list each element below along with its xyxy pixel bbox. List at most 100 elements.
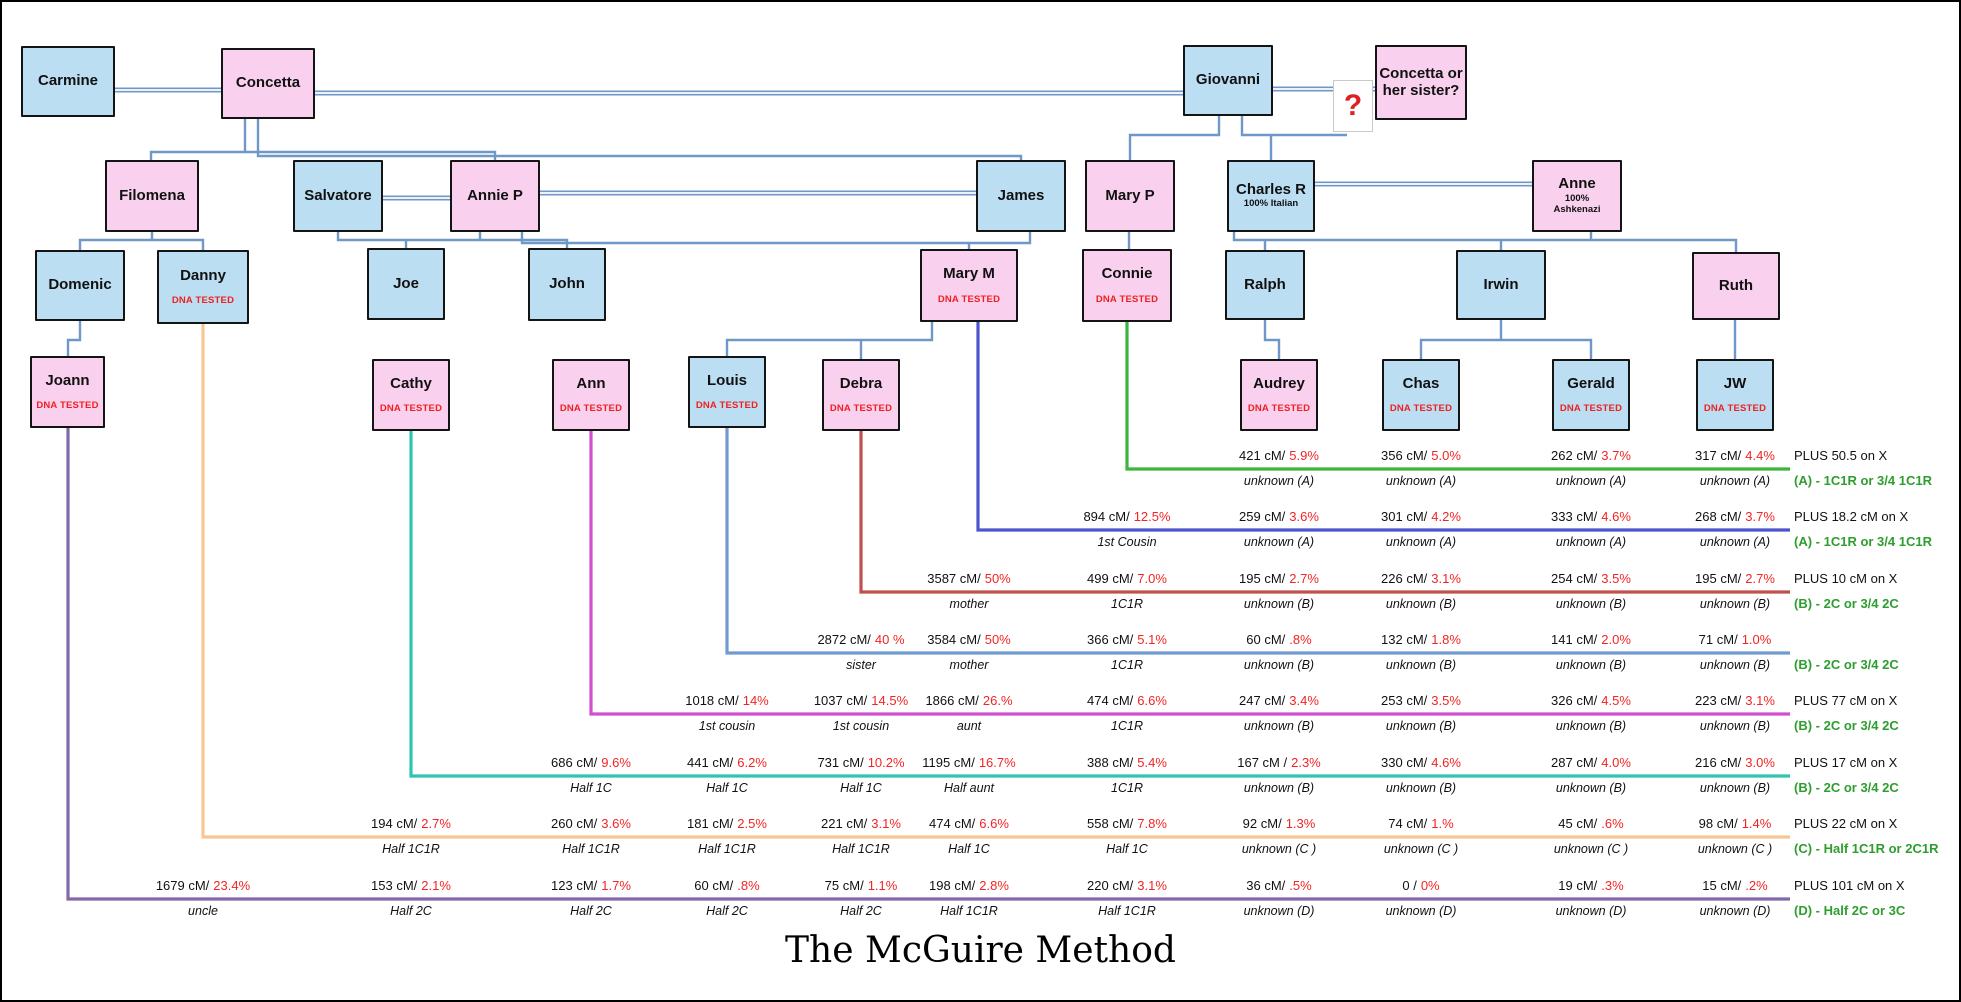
match-relationship-label: unknown (B) (1555, 719, 1627, 733)
cm-value: 153 cM/ (371, 878, 418, 893)
match-value: 333 cM/4.6% (1516, 509, 1666, 524)
dna-tested-label: DNA TESTED (1095, 293, 1159, 305)
match-value: 731 cM/10.2% (786, 755, 936, 770)
cm-value: 3584 cM/ (927, 632, 981, 647)
person-subtitle: Ashkenazi (1553, 204, 1601, 216)
percent-value: 1.4% (1741, 816, 1772, 831)
match-value: 195 cM/2.7% (1204, 571, 1354, 586)
cm-value: 194 cM/ (371, 816, 418, 831)
percent-value: 6.6% (1137, 693, 1167, 708)
percent-value: 1.3% (1285, 816, 1316, 831)
cm-value: 268 cM/ (1695, 509, 1742, 524)
cm-value: 167 cM / (1237, 755, 1288, 770)
match-relationship-label: unknown (B) (1555, 597, 1627, 611)
cm-value: 260 cM/ (551, 816, 598, 831)
percent-value: 1.% (1431, 816, 1454, 831)
match-relationship-label: unknown (A) (1243, 474, 1315, 488)
person-subtitle: 100% Italian (1243, 198, 1299, 210)
percent-value: .6% (1601, 816, 1624, 831)
match-relationship-label: uncle (188, 904, 218, 918)
person-name: Cathy (390, 374, 432, 392)
cm-value: 226 cM/ (1381, 571, 1428, 586)
dna-tested-label: DNA TESTED (1389, 403, 1453, 415)
cm-value: 259 cM/ (1239, 509, 1286, 524)
match-value: 15 cM/.2% (1660, 878, 1810, 893)
person-box-salvatore: Salvatore (293, 160, 383, 232)
cm-value: 15 cM/ (1702, 878, 1742, 893)
cm-value: 330 cM/ (1381, 755, 1428, 770)
person-name: Mary M (943, 265, 995, 283)
percent-value: 4.0% (1601, 755, 1631, 770)
cm-value: 247 cM/ (1239, 693, 1286, 708)
match-relationship-label: Half 2C (706, 904, 748, 918)
plus-x-match-note: PLUS 10 cM on X (1794, 571, 1898, 586)
percent-value: .3% (1601, 878, 1624, 893)
row-class-label: (B) - 2C or 3/4 2C (1794, 596, 1899, 611)
match-relationship-label: unknown (B) (1243, 658, 1315, 672)
person-box-joe: Joe (367, 248, 445, 320)
percent-value: 5.0% (1431, 448, 1461, 463)
match-line-cathy (409, 431, 1790, 778)
cm-value: 98 cM/ (1698, 816, 1738, 831)
family-line (1419, 338, 1593, 359)
dna-tested-label: DNA TESTED (379, 403, 443, 415)
percent-value: 5.4% (1137, 755, 1167, 770)
percent-value: 5.1% (1137, 632, 1167, 647)
match-value: 474 cM/6.6% (1052, 693, 1202, 708)
dna-tested-label: DNA TESTED (559, 403, 623, 415)
match-line-louis (725, 428, 1790, 655)
percent-value: 0% (1420, 878, 1440, 893)
cm-value: 254 cM/ (1551, 571, 1598, 586)
cm-value: 123 cM/ (551, 878, 598, 893)
match-relationship-label: 1C1R (1111, 719, 1143, 733)
cm-value: 333 cM/ (1551, 509, 1598, 524)
percent-value: 4.2% (1431, 509, 1461, 524)
person-name: John (549, 275, 585, 293)
match-relationship-label: 1C1R (1111, 597, 1143, 611)
person-box-irwin: Irwin (1456, 250, 1546, 320)
match-relationship-label: Half 2C (390, 904, 432, 918)
match-value: 262 cM/3.7% (1516, 448, 1666, 463)
match-value: 226 cM/3.1% (1346, 571, 1496, 586)
match-value: 92 cM/1.3% (1204, 816, 1354, 831)
percent-value: 3.5% (1601, 571, 1631, 586)
percent-value: 6.6% (979, 816, 1009, 831)
match-relationship-label: Half 1C (840, 781, 882, 795)
person-name: Debra (839, 374, 883, 392)
match-value: 74 cM/1.% (1346, 816, 1496, 831)
row-class-label: (B) - 2C or 3/4 2C (1794, 657, 1899, 672)
match-relationship-label: aunt (956, 719, 982, 733)
percent-value: 2.1% (421, 878, 451, 893)
match-line-debra (859, 431, 1790, 594)
person-name: Annie P (467, 186, 523, 204)
match-relationship-label: unknown (A) (1555, 474, 1627, 488)
percent-value: 3.7% (1745, 509, 1775, 524)
plus-x-match-note: PLUS 50.5 on X (1794, 448, 1888, 463)
match-value: 1679 cM/23.4% (128, 878, 278, 893)
match-relationship-label: Half 1C (706, 781, 748, 795)
percent-value: 4.5% (1601, 693, 1631, 708)
person-box-concetta: Concetta (221, 48, 315, 119)
cm-value: 262 cM/ (1551, 448, 1598, 463)
cm-value: 2872 cM/ (817, 632, 871, 647)
percent-value: 5.9% (1289, 448, 1319, 463)
cm-value: 253 cM/ (1381, 693, 1428, 708)
match-value: 499 cM/7.0% (1052, 571, 1202, 586)
percent-value: 2.8% (979, 878, 1009, 893)
match-value: 194 cM/2.7% (336, 816, 486, 831)
cm-value: 223 cM/ (1695, 693, 1742, 708)
match-value: 268 cM/3.7% (1660, 509, 1810, 524)
cm-value: 686 cM/ (551, 755, 598, 770)
match-relationship-label: Half 1C (948, 842, 990, 856)
person-name: Giovanni (1195, 71, 1261, 89)
match-relationship-label: unknown (B) (1385, 781, 1457, 795)
match-value: 558 cM/7.8% (1052, 816, 1202, 831)
match-value: 686 cM/9.6% (516, 755, 666, 770)
cm-value: 92 cM/ (1242, 816, 1282, 831)
match-value: 421 cM/5.9% (1204, 448, 1354, 463)
